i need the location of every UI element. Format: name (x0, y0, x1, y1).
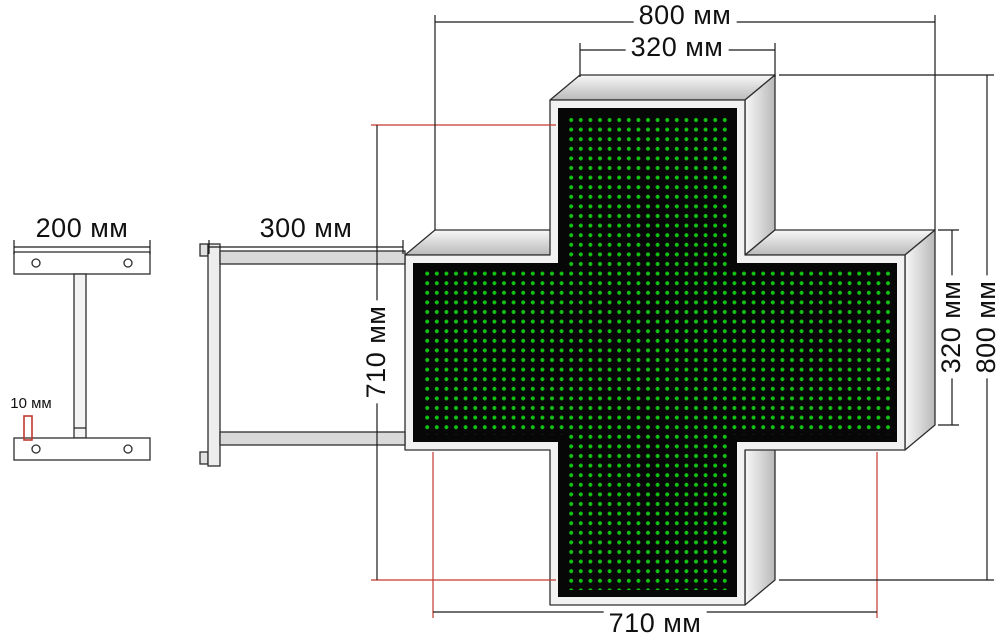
pharmacy-cross (404, 74, 936, 606)
dimension-label-bracket-arm-length: 300 мм (254, 213, 358, 244)
led-area-extension-lines (371, 124, 878, 618)
cross-upper-right-side-face (744, 74, 776, 256)
dimension-label-plate-thickness: 10 мм (8, 394, 54, 413)
right-arm-end-face (904, 229, 936, 451)
cross-lower-right-side-face (744, 424, 776, 606)
mounting-bracket-side-view (199, 243, 406, 467)
bracket-upper-arm (219, 250, 406, 265)
bracket-top-plate-hole-left (31, 258, 41, 268)
mounting-bracket-front-view (13, 251, 151, 461)
dimension-label-led-area-width: 710 мм (603, 608, 707, 639)
bracket-lower-arm (219, 431, 406, 446)
wall-plate-bottom-tab (199, 451, 209, 465)
bracket-bottom-plate-hole-left (31, 444, 41, 454)
wall-plate-edge (207, 243, 221, 467)
dimension-label-arm-width-top: 320 мм (625, 32, 729, 63)
dimension-label-arm-width-right: 320 мм (936, 275, 967, 379)
plate-thickness-detail (23, 415, 33, 441)
led-matrix (420, 115, 890, 590)
dimension-label-bracket-plate-width: 200 мм (30, 213, 134, 244)
bracket-bottom-plate-hole-right (123, 444, 133, 454)
bracket-top-plate-hole-right (123, 258, 133, 268)
bracket-web (73, 273, 87, 439)
wall-plate-top-tab (199, 243, 209, 257)
thickness-marker (23, 415, 33, 441)
dimension-label-led-area-height: 710 мм (361, 300, 392, 404)
cross-top-face (549, 74, 776, 101)
bracket-bottom-plate (13, 437, 151, 461)
dimension-label-overall-width: 800 мм (633, 0, 737, 31)
dimension-label-overall-height: 800 мм (971, 275, 1000, 379)
right-arm-top-face (744, 229, 936, 256)
